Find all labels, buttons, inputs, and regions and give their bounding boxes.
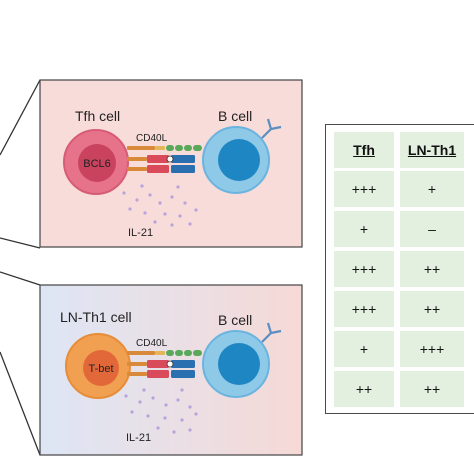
il21-dots-top [122, 184, 198, 227]
table-cell-r5-tfh: + [334, 331, 394, 367]
table-header-tfh: Tfh [334, 132, 394, 168]
bcr-icon-top [261, 118, 282, 139]
table-cell-r1-tfh: +++ [334, 171, 394, 207]
ligand-receptor-top [127, 145, 202, 173]
tbet-label: T-bet [88, 363, 113, 375]
bottom-panel: LN-Th1 cell T-bet B cell CD40L [39, 284, 303, 456]
il21-label-bottom: IL-21 [126, 432, 151, 444]
cd40l-label-top: CD40L [136, 133, 168, 144]
cd40l-label-bottom: CD40L [136, 338, 168, 349]
table-cell-r4-lnth1: ++ [400, 291, 464, 327]
zoom-line-bottom-lower [0, 351, 41, 456]
tfh-nucleus [78, 144, 116, 182]
zoom-line-bottom-upper [0, 271, 41, 286]
zoom-line-top-lower [0, 237, 41, 249]
table-cell-r3-tfh: +++ [334, 251, 394, 287]
il21-dots-bottom [124, 388, 198, 434]
table-cell-r6-tfh: ++ [334, 371, 394, 407]
top-panel: Tfh cell BCL6 B cell CD40L [39, 79, 303, 248]
table-cell-r4-tfh: +++ [334, 291, 394, 327]
ln-th1-nucleus [83, 350, 119, 386]
table-header-ln-th1: LN-Th1 [400, 132, 464, 168]
b-cell-top-nucleus [218, 139, 260, 181]
bcl6-label: BCL6 [83, 158, 111, 170]
ligand-receptor-bottom [127, 350, 202, 378]
b-cell-bottom-nucleus [218, 343, 260, 385]
table-cell-r3-lnth1: ++ [400, 251, 464, 287]
b-cell-top-label: B cell [218, 108, 252, 124]
il21-label-top: IL-21 [128, 227, 153, 239]
bcr-icon-bottom [261, 322, 282, 343]
table-cell-r6-lnth1: ++ [400, 371, 464, 407]
table-cell-r1-lnth1: + [400, 171, 464, 207]
tfh-cell-label: Tfh cell [75, 108, 120, 124]
zoom-line-top-upper [0, 79, 41, 156]
comparison-table: Tfh LN-Th1 +++ + + – +++ ++ +++ ++ + +++… [325, 124, 474, 414]
b-cell-bottom-label: B cell [218, 312, 252, 328]
table-cell-r5-lnth1: +++ [400, 331, 464, 367]
table-cell-r2-lnth1: – [400, 211, 464, 247]
table-cell-r2-tfh: + [334, 211, 394, 247]
ln-th1-cell-label: LN-Th1 cell [60, 309, 132, 325]
